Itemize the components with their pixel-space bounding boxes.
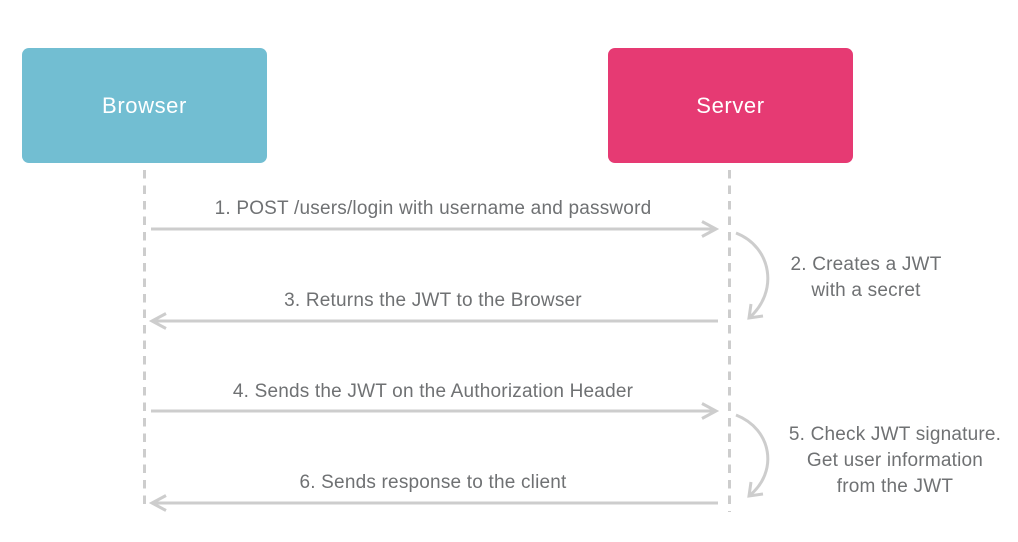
- message-1-arrowhead-icon: [701, 220, 720, 238]
- message-1-label: 1. POST /users/login with username and p…: [214, 198, 652, 219]
- message-6-label: 6. Sends response to the client: [299, 472, 567, 493]
- message-2-label: 2. Creates a JWT with a secret: [790, 254, 942, 301]
- message-3-arrowhead-icon: [148, 312, 167, 330]
- message-5-arrowhead-icon: [747, 481, 764, 498]
- message-4-arrowhead-icon: [701, 402, 720, 420]
- diagram-lines: [143, 170, 770, 512]
- actor-server-label: Server: [696, 92, 765, 118]
- message-6-arrowhead-icon: [148, 494, 167, 512]
- actor-browser-label: Browser: [102, 92, 187, 118]
- message-4-label: 4. Sends the JWT on the Authorization He…: [232, 381, 634, 402]
- message-2-arrowhead-icon: [747, 303, 764, 320]
- actor-browser: Browser: [22, 48, 267, 163]
- message-5-label: 5. Check JWT signature. Get user informa…: [788, 424, 1002, 497]
- message-2-self-loop-curve: [735, 231, 770, 320]
- actor-server: Server: [608, 48, 853, 163]
- message-5-self-loop-curve: [735, 413, 770, 498]
- message-3-label: 3. Returns the JWT to the Browser: [284, 290, 582, 311]
